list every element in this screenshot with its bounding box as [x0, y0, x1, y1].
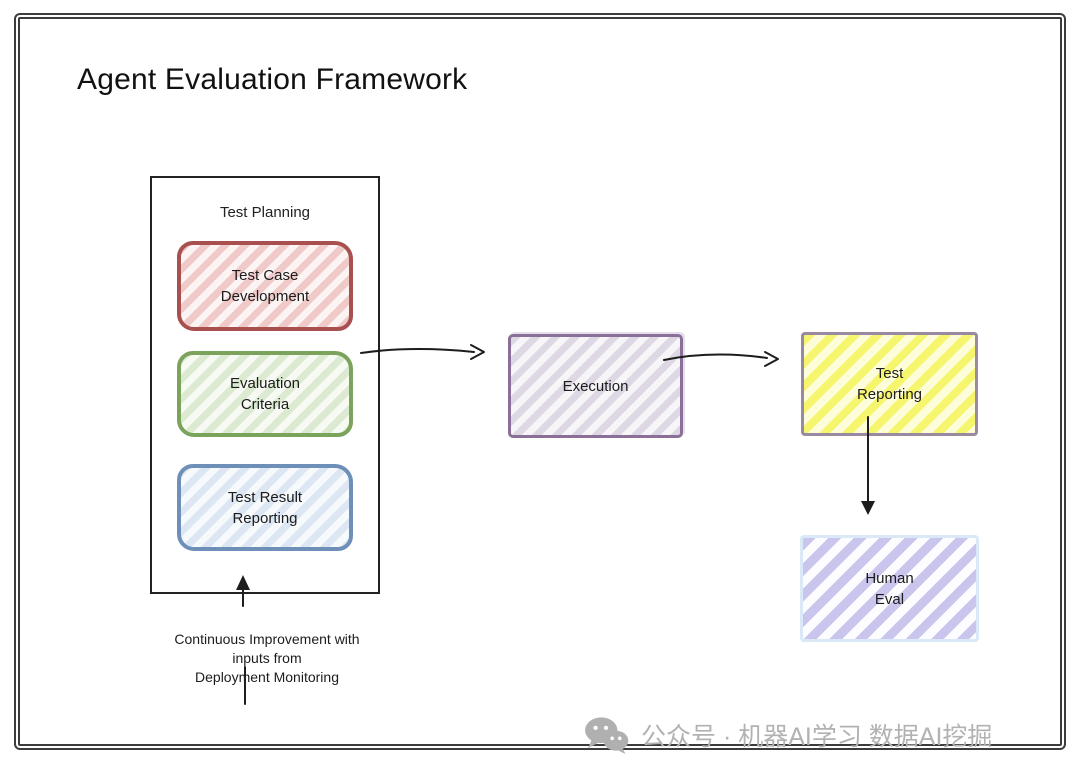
page-title: Agent Evaluation Framework: [77, 63, 468, 96]
node-label: Test Result Reporting: [227, 488, 303, 527]
node-label: Human Eval: [865, 569, 914, 608]
node-execution: Execution: [508, 334, 683, 438]
node-test-reporting: Test Reporting: [801, 332, 978, 436]
node-label: Evaluation Criteria: [229, 375, 301, 413]
group-test-planning: Test Planning Test Case Development Eval…: [150, 176, 380, 594]
node-test-result-reporting: Test Result Reporting: [177, 464, 353, 551]
node-label: Execution: [562, 377, 629, 395]
watermark: 公众号 · 机器AI学习 数据AI挖掘: [583, 716, 992, 754]
diagram-frame: Agent Evaluation Framework Test Planning…: [14, 13, 1066, 754]
node-label: Test Case Development: [220, 267, 310, 305]
node-human-eval: Human Eval: [800, 535, 979, 642]
node-label: Test Reporting: [856, 365, 923, 403]
wechat-icon: [585, 717, 629, 754]
node-test-case-development: Test Case Development: [177, 241, 353, 331]
annotation-continuous-improvement: Continuous Improvement with inputs from …: [174, 631, 360, 685]
group-test-planning-label: Test Planning: [219, 204, 311, 221]
watermark-text: 公众号 · 机器AI学习 数据AI挖掘: [641, 723, 993, 751]
node-evaluation-criteria: Evaluation Criteria: [177, 351, 353, 437]
